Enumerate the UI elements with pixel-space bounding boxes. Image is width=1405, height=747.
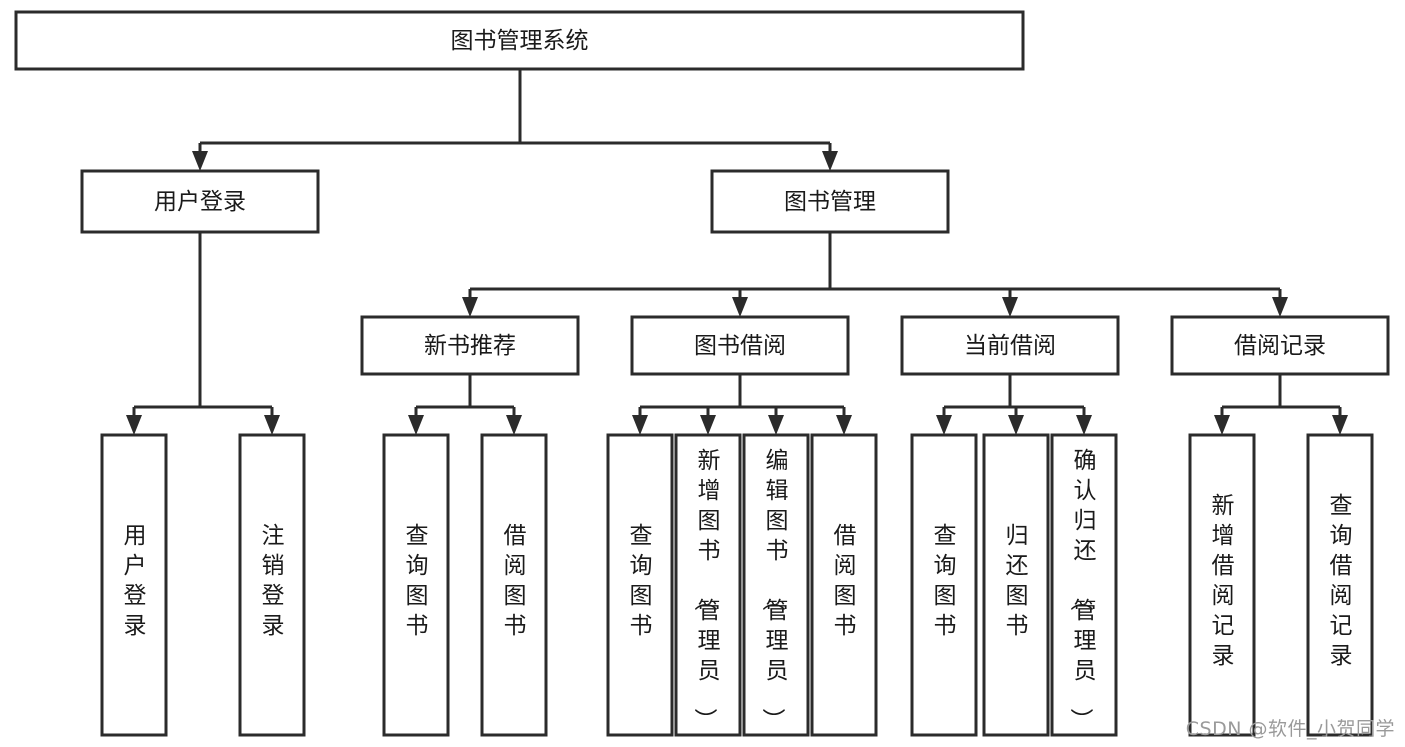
node-box[interactable] xyxy=(1188,433,1256,737)
connector-layer xyxy=(126,69,1348,435)
node-leaf-confirm-return[interactable]: 确认归还（管理员） xyxy=(1050,433,1118,737)
node-label: 图书管理系统 xyxy=(451,28,589,54)
node-box[interactable] xyxy=(382,433,450,737)
node-current-borrow[interactable]: 当前借阅 xyxy=(900,315,1120,376)
node-box[interactable] xyxy=(14,10,1025,71)
node-layer: 图书管理系统用户登录图书管理新书推荐图书借阅当前借阅借阅记录用户登录注销登录查询… xyxy=(14,10,1390,737)
node-label: 借阅记录 xyxy=(1234,333,1326,359)
arrowhead-icon xyxy=(506,415,522,435)
arrowhead-icon xyxy=(1002,297,1018,317)
arrowhead-icon xyxy=(192,151,208,171)
node-book-borrow[interactable]: 图书借阅 xyxy=(630,315,850,376)
arrowhead-icon xyxy=(408,415,424,435)
arrowhead-icon xyxy=(836,415,852,435)
node-box[interactable] xyxy=(742,433,810,737)
node-label: 新增图书（管理员） xyxy=(692,448,721,731)
node-box[interactable] xyxy=(480,433,548,737)
arrowhead-icon xyxy=(1076,415,1092,435)
node-box[interactable] xyxy=(1170,315,1390,376)
node-label: 归还图书 xyxy=(1006,523,1029,639)
node-label: 用户登录 xyxy=(124,523,147,639)
node-label: 借阅图书 xyxy=(834,523,857,639)
node-box[interactable] xyxy=(100,433,168,737)
node-label: 查询借阅记录 xyxy=(1330,493,1353,669)
node-leaf-query-book-rec[interactable]: 查询图书 xyxy=(382,433,450,737)
node-leaf-query-record[interactable]: 查询借阅记录 xyxy=(1306,433,1374,737)
arrowhead-icon xyxy=(1272,297,1288,317)
node-box[interactable] xyxy=(238,433,306,737)
node-box[interactable] xyxy=(1306,433,1374,737)
node-label: 查询图书 xyxy=(630,523,653,639)
node-box[interactable] xyxy=(80,169,320,234)
node-label: 确认归还（管理员） xyxy=(1068,448,1097,731)
node-box[interactable] xyxy=(630,315,850,376)
node-label: 新书推荐 xyxy=(424,333,516,359)
node-leaf-return-book[interactable]: 归还图书 xyxy=(982,433,1050,737)
node-label: 借阅图书 xyxy=(504,523,527,639)
node-label: 查询图书 xyxy=(406,523,429,639)
node-leaf-query-book-cur[interactable]: 查询图书 xyxy=(910,433,978,737)
arrowhead-icon xyxy=(822,151,838,171)
node-leaf-add-book[interactable]: 新增图书（管理员） xyxy=(674,433,742,737)
arrowhead-icon xyxy=(126,415,142,435)
node-leaf-query-book-borrow[interactable]: 查询图书 xyxy=(606,433,674,737)
node-box[interactable] xyxy=(1050,433,1118,737)
node-new-book-rec[interactable]: 新书推荐 xyxy=(360,315,580,376)
node-label: 用户登录 xyxy=(154,189,246,215)
node-label: 编辑图书（管理员） xyxy=(760,448,789,731)
node-leaf-logout[interactable]: 注销登录 xyxy=(238,433,306,737)
arrowhead-icon xyxy=(732,297,748,317)
node-label: 图书管理 xyxy=(784,189,876,215)
node-leaf-user-login[interactable]: 用户登录 xyxy=(100,433,168,737)
node-box[interactable] xyxy=(360,315,580,376)
arrowhead-icon xyxy=(936,415,952,435)
arrowhead-icon xyxy=(462,297,478,317)
node-user-login[interactable]: 用户登录 xyxy=(80,169,320,234)
node-box[interactable] xyxy=(910,433,978,737)
node-leaf-borrow-book[interactable]: 借阅图书 xyxy=(810,433,878,737)
node-book-manage[interactable]: 图书管理 xyxy=(710,169,950,234)
node-leaf-add-record[interactable]: 新增借阅记录 xyxy=(1188,433,1256,737)
node-box[interactable] xyxy=(710,169,950,234)
node-label: 查询图书 xyxy=(934,523,957,639)
node-box[interactable] xyxy=(606,433,674,737)
node-box[interactable] xyxy=(810,433,878,737)
arrowhead-icon xyxy=(632,415,648,435)
node-label: 当前借阅 xyxy=(964,333,1056,359)
node-label: 新增借阅记录 xyxy=(1212,493,1235,669)
arrowhead-icon xyxy=(768,415,784,435)
arrowhead-icon xyxy=(1214,415,1230,435)
arrowhead-icon xyxy=(700,415,716,435)
node-box[interactable] xyxy=(674,433,742,737)
arrowhead-icon xyxy=(1008,415,1024,435)
node-root[interactable]: 图书管理系统 xyxy=(14,10,1025,71)
node-leaf-borrow-book-rec[interactable]: 借阅图书 xyxy=(480,433,548,737)
node-leaf-edit-book[interactable]: 编辑图书（管理员） xyxy=(742,433,810,737)
node-label: 图书借阅 xyxy=(694,333,786,359)
node-box[interactable] xyxy=(900,315,1120,376)
node-box[interactable] xyxy=(982,433,1050,737)
arrowhead-icon xyxy=(1332,415,1348,435)
node-borrow-record[interactable]: 借阅记录 xyxy=(1170,315,1390,376)
node-label: 注销登录 xyxy=(262,523,285,639)
arrowhead-icon xyxy=(264,415,280,435)
